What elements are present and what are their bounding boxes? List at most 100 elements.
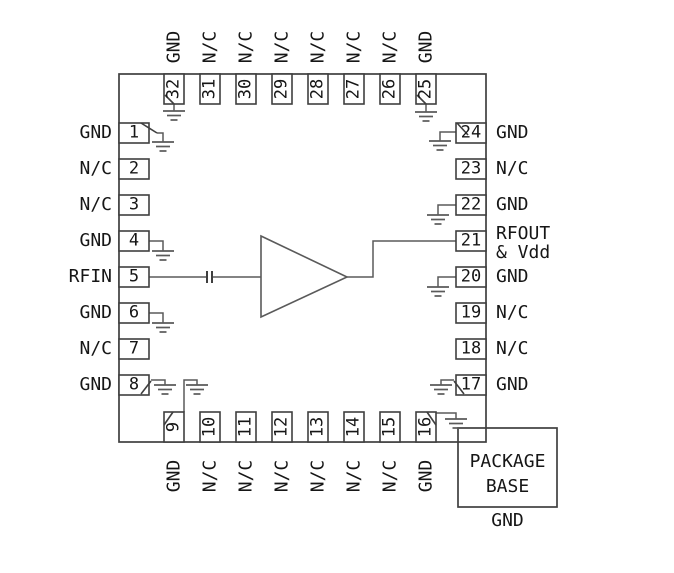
pin-12-label-text: N/C [271,459,293,493]
pin-14-number-text: 14 [343,416,364,438]
pin-27-label-text: N/C [343,30,365,64]
pin-25-label-text: GND [415,30,437,64]
pin-31-number-text: 31 [199,78,220,100]
pin-15-label-text: N/C [379,459,401,493]
pin-28-box [307,73,329,105]
pin-32-number-text: 32 [163,78,184,100]
pin-17-number-text: 17 [460,374,482,395]
pin-8-label: GND [79,374,112,395]
pin-10-number-text: 10 [199,416,220,438]
rfout-wire [347,240,456,278]
pin-24-chamfer [456,122,469,136]
pin-5-number-text: 5 [128,266,140,287]
pin-16-label-text: GND [415,459,437,493]
pin-16-box [415,411,437,443]
pin-5-label: RFIN [68,266,112,287]
pin-1-box [118,122,150,144]
pin-7-number-text: 7 [128,338,140,359]
pin-21-box [455,230,487,252]
package-base-label-line2: BASE [485,476,530,497]
pin-6-ground-wire [149,312,164,323]
pin-15-box [379,411,401,443]
pin-21-number-text: 21 [460,230,482,251]
pin-28-number-text: 28 [307,78,328,100]
package-base-label-line1: PACKAGE [469,451,546,472]
pin-7-label: N/C [79,338,112,359]
pin-20-number-text: 20 [460,266,482,287]
pin-24-ground-wire [439,131,457,141]
pin-3-label: N/C [79,194,112,215]
pin-10-box [199,411,221,443]
pin-28-label-text: N/C [307,30,329,64]
pin-17-label: GND [496,374,529,395]
pin-14-box [343,411,365,443]
pin-21-label: RFOUT [496,223,551,244]
pin-5-box [118,266,150,288]
pin-11-number-text: 11 [235,416,256,438]
pin-26-box [379,73,401,105]
pin-18-box [455,338,487,360]
pin-18-label: N/C [496,338,529,359]
pin-9-ground-wire [183,379,198,412]
pin-22-label: GND [496,194,529,215]
pin-20-box [455,266,487,288]
pin-4-label: GND [79,230,112,251]
pin-17-box [455,374,487,396]
pin-9-label-text: GND [163,459,185,493]
pin-27-box [343,73,365,105]
pin-9-chamfer [163,411,174,426]
pin-8-chamfer [140,380,152,395]
pin-16-ground-wire [436,412,457,419]
pin-27-number-text: 27 [343,78,364,100]
pin-6-box [118,302,150,324]
pin-11-label-text: N/C [235,459,257,493]
pin-15-number-text: 15 [379,416,400,438]
pin-7-box [118,338,150,360]
pin-30-box [235,73,257,105]
pin-29-label-text: N/C [271,30,293,64]
pin-23-number-text: 23 [460,158,482,179]
pin-12-box [271,411,293,443]
pin-21-label-line2: & Vdd [496,242,551,263]
pin-6-number-text: 6 [128,302,140,323]
pin-4-number-text: 4 [128,230,140,251]
pin-32-chamfer [164,94,175,105]
pin-29-box [271,73,293,105]
pin-1-number-text: 1 [128,122,140,143]
pin-10-label-text: N/C [199,459,221,493]
pin-2-number-text: 2 [128,158,140,179]
pin-25-number-text: 25 [415,78,436,100]
pin-22-ground-wire [437,204,456,215]
pin-24-number-text: 24 [460,122,482,143]
pin-8-number-text: 8 [128,374,140,395]
pin-13-label-text: N/C [307,459,329,493]
pin-13-number-text: 13 [307,416,328,438]
pin-1-label: GND [79,122,112,143]
pin-30-number-text: 30 [235,78,256,100]
pin-16-number-text: 16 [415,416,436,438]
pin-11-box [235,411,257,443]
pin-17-chamfer [453,380,465,395]
pin-20-ground-wire [437,276,456,287]
pin-18-number-text: 18 [460,338,482,359]
pin-26-number-text: 26 [379,78,400,100]
pin-13-box [307,411,329,443]
pin-25-chamfer [416,94,427,105]
pin-23-box [455,158,487,180]
pin-32-label-text: GND [163,30,185,64]
pin-19-number-text: 19 [460,302,482,323]
package-base-box [457,427,558,508]
pin-9-box [163,411,185,443]
pin-31-label-text: N/C [199,30,221,64]
pin-24-box [455,122,487,144]
pin-1-ground-wire [157,132,164,142]
pin-16-chamfer [426,411,437,426]
pin-26-label-text: N/C [379,30,401,64]
pin-19-box [455,302,487,324]
pin-23-label: N/C [496,158,529,179]
pin-22-number-text: 22 [460,194,482,215]
pin-8-ground-wire [151,379,166,385]
pin-8-box [118,374,150,396]
